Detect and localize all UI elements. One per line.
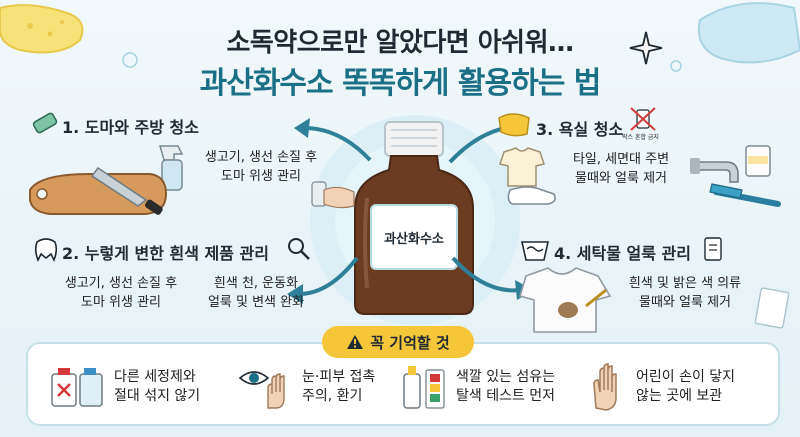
arrow-to-section-2 bbox=[287, 256, 359, 304]
reminder-badge: 꼭 기억할 것 bbox=[322, 326, 474, 358]
section-4-title: 4. 세탁물 얼룩 관리 bbox=[554, 244, 691, 263]
page-title: 과산화수소 똑똑하게 활용하는 법 bbox=[199, 66, 602, 101]
bubble-decoration bbox=[122, 52, 138, 68]
sponge-decoration-top-right bbox=[698, 2, 800, 64]
hand-stop-icon bbox=[593, 363, 617, 411]
no-bleach-icon bbox=[630, 107, 656, 131]
section-2-title: 2. 누렇게 변한 흰색 제품 관리 bbox=[62, 244, 269, 263]
stained-shirt-icon bbox=[519, 267, 612, 333]
section-1-title: 1. 도마와 주방 청소 bbox=[62, 118, 199, 137]
tip-4-text: 어린이 손이 닿지 않는 곳에 보관 bbox=[636, 369, 736, 404]
reminder-badge-label: 꼭 기억할 것 bbox=[370, 333, 450, 352]
bottle-label: 과산화수소 bbox=[370, 204, 458, 270]
section-2-desc-left: 생고기, 생선 손질 후 도마 위생 관리 bbox=[64, 276, 178, 310]
section-4-desc: 흰색 및 밝은 색 의류 물때와 얼룩 제거 bbox=[628, 276, 742, 310]
tooth-icon bbox=[34, 238, 58, 262]
section-2-desc-right: 흰색 천, 운동화 얼룩 및 변색 완화 bbox=[207, 276, 305, 310]
page-subtitle: 소독약으로만 알았다면 아쉬워… bbox=[226, 28, 574, 58]
paper-decoration bbox=[754, 287, 790, 329]
spray-bottle-icon bbox=[159, 145, 184, 191]
section-1-desc: 생고기, 생선 손질 후 도마 위생 관리 bbox=[204, 150, 318, 184]
tip-2-text: 눈·피부 접촉 주의, 환기 bbox=[302, 369, 376, 404]
shirt-shoe-icon bbox=[499, 147, 556, 205]
bubble-decoration bbox=[670, 60, 682, 72]
sponge-icon bbox=[498, 113, 530, 137]
sponge-decoration-top-left bbox=[0, 4, 84, 54]
hand-spray-icon bbox=[311, 181, 355, 209]
sponge-icon bbox=[32, 112, 58, 134]
arrow-to-section-1 bbox=[294, 118, 372, 162]
tip-1-text: 다른 세정제와 절대 섞지 않기 bbox=[114, 369, 201, 404]
magnifier-icon bbox=[288, 238, 310, 260]
section-3-desc: 타일, 세면대 주변 물때와 얼룩 제거 bbox=[572, 152, 670, 186]
color-test-icon bbox=[403, 366, 445, 409]
sparkle-icon bbox=[629, 31, 663, 65]
warning-icon bbox=[347, 335, 364, 349]
laundry-care-icon bbox=[521, 241, 549, 261]
faucet-brush-icon bbox=[690, 145, 781, 207]
tip-3-text: 색깔 있는 섬유는 탈색 테스트 먼저 bbox=[456, 369, 556, 404]
eye-hand-icon bbox=[238, 371, 285, 409]
no-mixing-bottles-icon bbox=[51, 368, 103, 407]
tag-icon bbox=[704, 237, 722, 261]
no-bleach-label: 락스 혼합 금지 bbox=[622, 134, 659, 141]
section-3-title: 3. 욕실 청소 bbox=[536, 120, 624, 139]
cutting-board-knife-icon bbox=[29, 166, 168, 215]
